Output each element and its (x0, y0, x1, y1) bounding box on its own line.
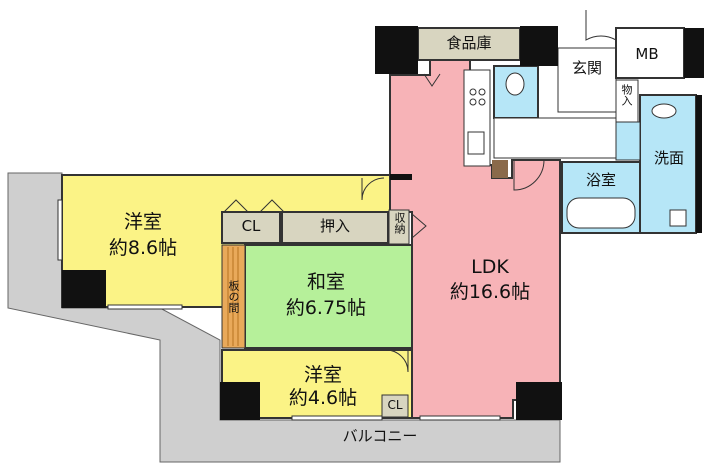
itanoma-label: 板の間 (227, 280, 240, 313)
closet-2-label: CL (387, 398, 403, 412)
oshiire-closet (281, 211, 389, 244)
ldk-size: 約16.6帖 (449, 281, 531, 303)
closet-1-label: CL (241, 217, 261, 235)
mb-label: MB (635, 45, 659, 63)
japanese-room-size: 約6.75帖 (285, 297, 367, 319)
japanese-room-name: 和室 (306, 271, 345, 293)
pantry-label: 食品庫 (446, 34, 492, 52)
shuno-closet (388, 209, 410, 245)
hallway (493, 117, 617, 159)
western-room-2-size: 約4.6帖 (288, 387, 358, 409)
storage-label: 物入 (620, 84, 633, 106)
entrance-floor (557, 47, 617, 113)
entrance-label: 玄関 (571, 59, 602, 77)
western-room-1-name: 洋室 (123, 211, 162, 233)
shuno-label: 収納 (393, 212, 406, 234)
mb-room (615, 27, 685, 79)
closet-1 (221, 211, 281, 244)
structural-walls (62, 26, 704, 420)
japanese-room-floor (244, 244, 413, 349)
washroom-label: 洗面 (653, 149, 684, 167)
closet-2 (381, 394, 409, 418)
bathtub-icon (566, 197, 636, 229)
bathroom-label: 浴室 (585, 171, 616, 189)
western-room-1-size: 約8.6帖 (108, 237, 178, 259)
balcony-label: バルコニー (342, 427, 418, 445)
oshiire-label: 押入 (319, 217, 350, 235)
western-room-2-name: 洋室 (303, 364, 342, 386)
ldk-name: LDK (471, 256, 509, 278)
washroom-strip (615, 121, 641, 161)
